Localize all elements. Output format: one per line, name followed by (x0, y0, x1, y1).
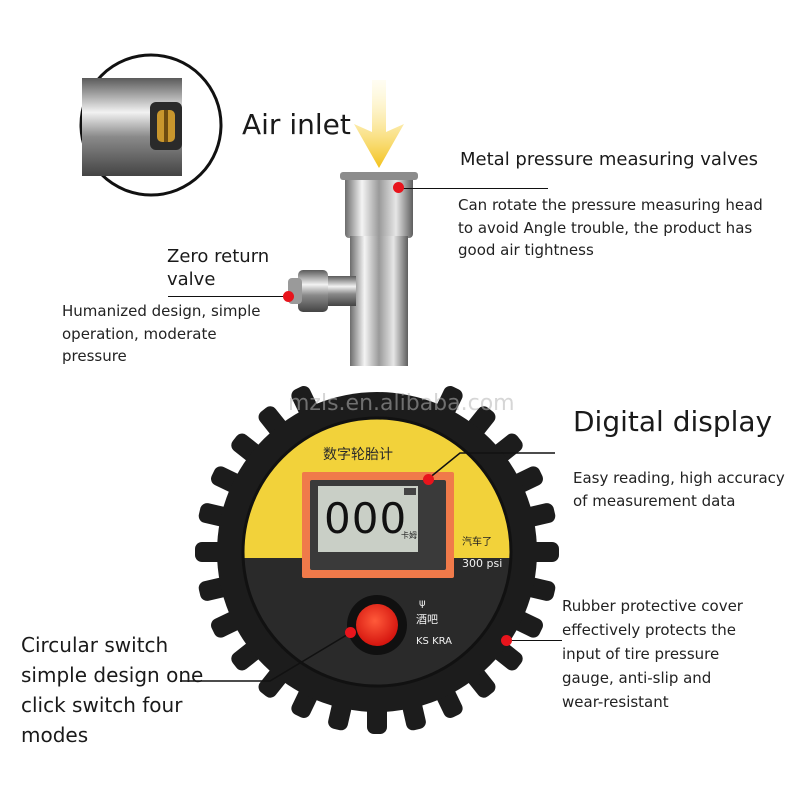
switch-desc-line: Circular switch (21, 633, 169, 657)
digital-display-leader (427, 452, 555, 480)
zero-return-leader (168, 296, 288, 297)
switch-dot (345, 627, 356, 638)
circular-switch (347, 595, 407, 655)
zero-return-desc-line: pressure (62, 347, 127, 365)
zero-return-valve (288, 270, 356, 312)
metal-valve-dot (393, 182, 404, 193)
rubber-cover-leader (510, 640, 562, 641)
digital-display-dot (423, 474, 434, 485)
switch-desc-line: modes (21, 723, 89, 747)
rubber-cover-desc-line: wear-resistant (562, 693, 669, 711)
digital-display-desc-line: Easy reading, high accuracy (573, 469, 785, 487)
switch-desc-line: simple design one (21, 663, 204, 687)
rubber-cover-desc: Rubber protective cover effectively prot… (562, 594, 743, 714)
rubber-cover-dot (501, 635, 512, 646)
mode-label: 酒吧 (416, 613, 438, 626)
switch-desc: Circular switch simple design one click … (21, 630, 203, 750)
lcd-unit: 卡姆 (401, 531, 417, 540)
rubber-cover-desc-line: Rubber protective cover (562, 597, 743, 615)
lcd-display (302, 472, 454, 578)
rubber-cover-desc-line: effectively protects the (562, 621, 736, 639)
metal-valve-desc-line: to avoid Angle trouble, the product has (458, 218, 753, 237)
zero-return-title: Zero return valve (167, 246, 269, 291)
rubber-cover-desc-line: gauge, anti-slip and (562, 669, 712, 687)
metal-valve-desc-line: Can rotate the pressure measuring head (458, 196, 763, 214)
rubber-cover-desc-line: input of tire pressure (562, 645, 720, 663)
zero-return-desc-line: operation, moderate (62, 324, 217, 343)
metal-valve-desc: Can rotate the pressure measuring head t… (458, 194, 763, 262)
metal-valve-desc-line: good air tightness (458, 241, 594, 259)
gauge-brand: KS KRA (416, 636, 453, 647)
gauge-face-title: 数字轮胎计 (323, 447, 393, 463)
zero-return-desc-line: Humanized design, simple (62, 302, 261, 320)
metal-stem (340, 172, 418, 366)
nozzle-closeup (79, 53, 223, 197)
psi-symbol: ψ (419, 598, 426, 609)
digital-display-title: Digital display (573, 405, 773, 438)
lcd-reading: 000 (324, 494, 408, 543)
metal-valve-title: Metal pressure measuring valves (460, 149, 759, 170)
zero-return-desc: Humanized design, simple operation, mode… (62, 300, 260, 368)
watermark: mzls.en.alibaba.com (288, 391, 515, 416)
switch-leader (180, 632, 351, 682)
air-inlet-arrow (354, 80, 404, 168)
zero-return-dot (283, 291, 294, 302)
zero-return-title-line: valve (167, 268, 216, 290)
air-inlet-label: Air inlet (242, 108, 351, 141)
gauge-range: 300 psi (462, 557, 503, 570)
gauge-right-label: 汽车了 (462, 537, 492, 548)
zero-return-title-line: Zero return (167, 246, 270, 267)
metal-valve-leader (402, 188, 548, 189)
digital-display-desc: Easy reading, high accuracy of measureme… (573, 467, 785, 512)
switch-desc-line: click switch four (21, 693, 183, 717)
digital-display-desc-line: of measurement data (573, 491, 736, 510)
